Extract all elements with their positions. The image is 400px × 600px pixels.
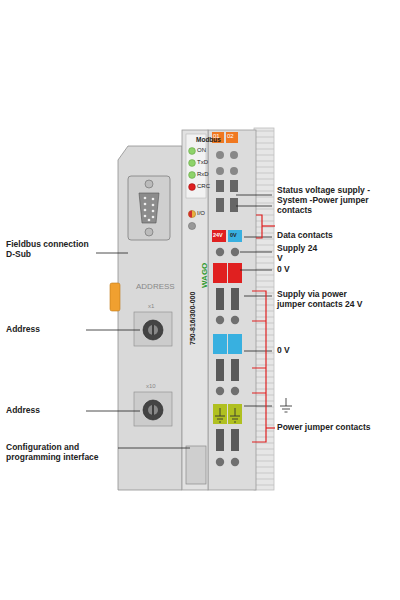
status-terminals: [212, 132, 238, 212]
rotary-switch: [134, 312, 172, 426]
led-label: CRC: [197, 183, 210, 190]
d-sub-connector: [128, 176, 170, 240]
callout-label: Power jumper contacts: [277, 423, 387, 433]
brand-logo: WAGO: [200, 263, 209, 288]
callout-label: Supply via power jumper contacts 24 V: [277, 290, 377, 310]
terminal-marking: 24V: [213, 232, 223, 238]
callout-label: Data contacts: [277, 231, 387, 241]
status-leds: [188, 148, 195, 230]
switch-label: x10: [146, 383, 156, 390]
bracket: [252, 215, 275, 442]
callout-label: 0 V: [277, 346, 337, 356]
terminal-number: 02: [227, 133, 234, 140]
led-label: TxD: [197, 159, 208, 166]
callout-label: 0 V: [277, 265, 337, 275]
supply-strip: [212, 230, 242, 466]
release-clip: [110, 283, 120, 311]
rail-housing: [254, 128, 274, 490]
callout-label: Address: [6, 325, 84, 335]
led-label: I/O: [197, 210, 205, 217]
callout-label: Status voltage supply -System -Power jum…: [277, 186, 387, 215]
callout-label: Address: [6, 406, 84, 416]
panel-label: ADDRESS: [136, 282, 175, 291]
config-interface: [186, 446, 206, 484]
terminal-marking: 0V: [230, 232, 237, 238]
housing: [118, 146, 182, 490]
callout-label: Configuration and programming interface: [6, 443, 116, 463]
callout-label: Fieldbus connection D-Sub: [6, 240, 96, 260]
leader-lines: [86, 195, 292, 448]
led-label: ON: [197, 147, 206, 154]
terminal-number: 01: [213, 133, 220, 140]
led-label: RxD: [197, 171, 209, 178]
terminal-block: [208, 130, 256, 490]
switch-label: x1: [148, 303, 154, 310]
callout-label: Supply 24 V: [277, 244, 321, 264]
part-number: 750-816/300-000: [189, 292, 197, 345]
